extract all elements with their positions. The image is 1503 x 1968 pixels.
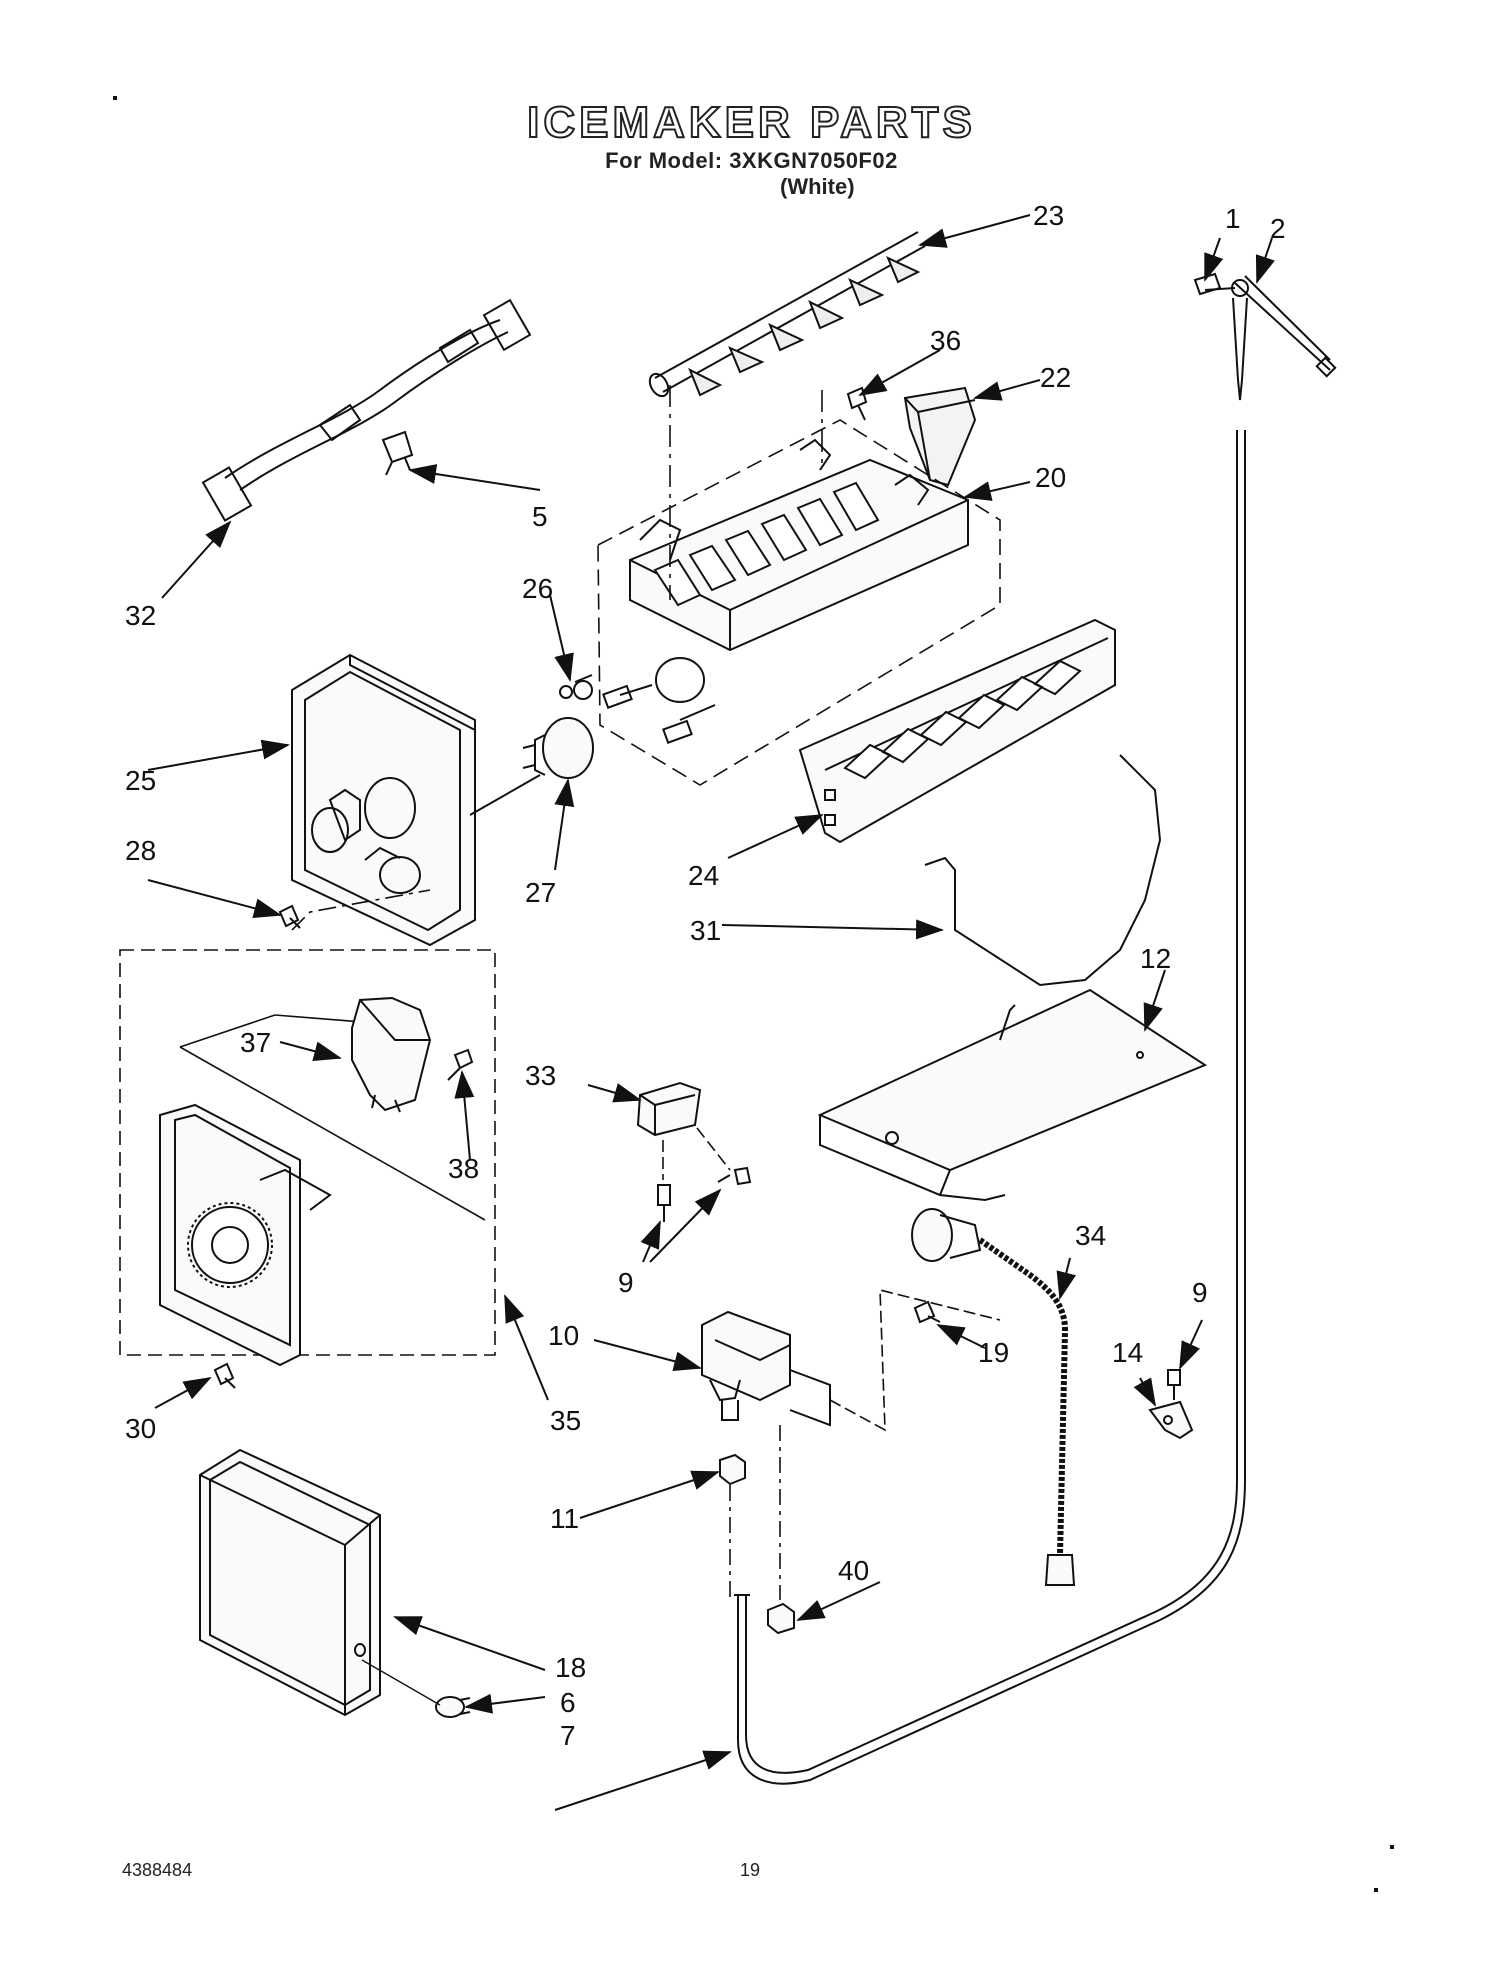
callout-10: 10 — [548, 1320, 579, 1351]
callout-14: 14 — [1112, 1337, 1143, 1368]
model-line: For Model: 3XKGN7050F02 — [605, 148, 898, 173]
screw-part — [846, 386, 868, 421]
nut-part-11 — [719, 1453, 746, 1486]
clamp-part — [1148, 1400, 1194, 1440]
shutoff-motor-part — [351, 996, 432, 1113]
callout-40: 40 — [838, 1555, 869, 1586]
callout-12: 12 — [1140, 943, 1171, 974]
water-tube-part — [734, 430, 1246, 1785]
wire-harness-part — [201, 298, 532, 522]
callout-1: 1 — [1225, 203, 1241, 234]
screw-part-9-clamp — [1167, 1369, 1181, 1400]
water-valve-part — [701, 1310, 831, 1427]
callout-28: 28 — [125, 835, 156, 866]
screw-part-19 — [913, 1300, 941, 1324]
callout-22: 22 — [1040, 362, 1071, 393]
nut-part-40 — [767, 1602, 795, 1635]
callout-7: 7 — [560, 1720, 576, 1751]
screw-part-9-right — [717, 1166, 752, 1186]
callout-26: 26 — [522, 573, 553, 604]
doc-number: 4388484 — [122, 1860, 193, 1880]
callout-37: 37 — [240, 1027, 271, 1058]
tube-fitting-part — [1193, 272, 1337, 401]
mount-screw-part-30 — [213, 1362, 236, 1389]
ice-mold-part — [602, 438, 969, 744]
callout-30: 30 — [125, 1413, 156, 1444]
gear-pin-part — [559, 674, 593, 700]
callout-19: 19 — [978, 1337, 1009, 1368]
plug-part — [435, 1696, 471, 1718]
screw-part-38 — [447, 1048, 474, 1081]
page-title: ICEMAKER PARTS — [526, 97, 976, 148]
page-number: 19 — [740, 1860, 761, 1880]
callout-32: 32 — [125, 600, 156, 631]
cover-plate-part — [817, 988, 1208, 1202]
color-line: (White) — [780, 174, 855, 199]
mount-screw-part — [278, 904, 301, 929]
screw-part-9-left — [657, 1184, 671, 1222]
callout-2: 2 — [1270, 213, 1286, 244]
bracket-part — [636, 1081, 702, 1137]
callout-23: 23 — [1033, 200, 1064, 231]
callout-9-left: 9 — [618, 1267, 634, 1298]
icemaker-cover-part — [199, 1448, 381, 1717]
callout-18: 18 — [555, 1652, 586, 1683]
callout-33: 33 — [525, 1060, 556, 1091]
callout-31: 31 — [690, 915, 721, 946]
ejector-part — [648, 231, 926, 398]
callout-11: 11 — [550, 1503, 579, 1534]
callout-36: 36 — [930, 325, 961, 356]
callout-25: 25 — [125, 765, 156, 796]
callout-5: 5 — [532, 501, 548, 532]
control-module-part — [159, 1103, 332, 1367]
callout-27: 27 — [525, 877, 556, 908]
stripper-part — [798, 618, 1116, 844]
callout-38: 38 — [448, 1153, 479, 1184]
motor-housing-part — [291, 653, 476, 947]
callout-9-right: 9 — [1192, 1277, 1208, 1308]
callout-34: 34 — [1075, 1220, 1106, 1251]
callout-6: 6 — [560, 1687, 576, 1718]
fill-cup-part — [903, 386, 977, 487]
callout-24: 24 — [688, 860, 719, 891]
drive-motor-part — [469, 717, 594, 816]
wire-clip-part — [381, 430, 414, 476]
shutoff-arm-part — [924, 754, 1162, 987]
supply-line-part — [911, 1208, 1076, 1586]
callout-35: 35 — [550, 1405, 581, 1436]
callout-20: 20 — [1035, 462, 1066, 493]
